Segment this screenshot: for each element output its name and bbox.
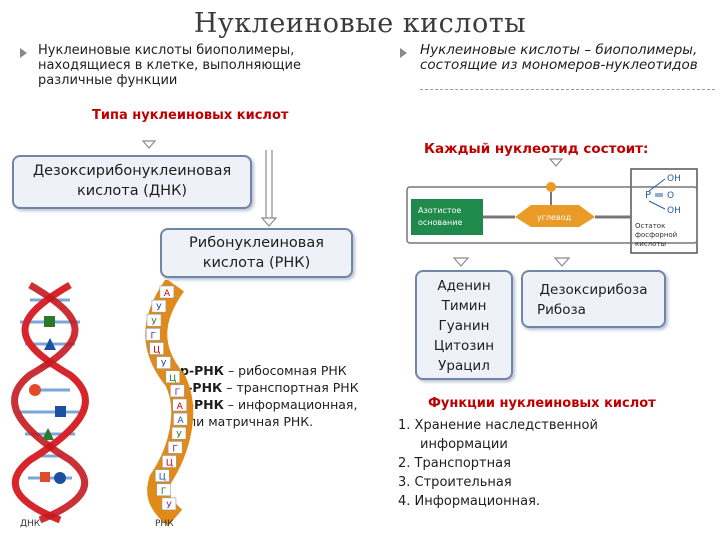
nucleotide-heading: Каждый нуклеотид состоит:	[424, 141, 649, 157]
rna-letter-box	[146, 313, 162, 327]
rna-letter-box	[151, 299, 167, 313]
rna-letter: Г	[161, 487, 167, 497]
phosphate-label: фосфорной	[635, 231, 677, 239]
rna-type-item: р-РНК – рибосомная РНК	[180, 363, 347, 378]
phosphate-oh-top: OH	[667, 174, 681, 184]
base-label: Азотистое	[418, 206, 461, 215]
sugar-item: Рибоза	[537, 302, 586, 318]
sugar-block	[515, 205, 595, 227]
dna-box-label: Дезоксирибонуклеиновая кислота (ДНК)	[32, 163, 232, 199]
nucleotide-diagram: Азотистое основание углевод OH P O OH Ос…	[406, 168, 698, 254]
dna-nucleotide-marks	[29, 316, 66, 484]
types-heading: Типа нуклеиновых кислот	[92, 108, 289, 123]
rna-letter-box	[156, 356, 171, 369]
rna-letter-box	[167, 441, 183, 454]
base-item: Урацил	[438, 358, 490, 374]
function-item: 3. Строительная	[398, 475, 512, 490]
rna-letter: У	[166, 501, 172, 511]
base-item: Гуанин	[438, 318, 490, 334]
rna-letter-box	[145, 328, 161, 341]
rna-letter: У	[156, 303, 162, 313]
rna-types-list: р-РНК – рибосомная РНК т-РНК – транспорт…	[180, 362, 380, 430]
sugar-label: углевод	[537, 213, 572, 222]
functions-list: 1. Хранение наследственной информации 2.…	[398, 416, 698, 511]
dna-type-box: Дезоксирибонуклеиновая кислота (ДНК)	[12, 155, 252, 209]
rna-letter: Ц	[169, 374, 176, 384]
rna-type-item: т-РНК – транспортная РНК	[180, 380, 359, 395]
right-bullet-text: Нуклеиновые кислоты – биополимеры, состо…	[420, 42, 698, 73]
rna-letter: А	[177, 416, 184, 426]
rna-letter: У	[176, 430, 182, 440]
functions-heading: Функции нуклеиновых кислот	[428, 396, 656, 411]
phosphate-oh-bottom: OH	[667, 206, 681, 216]
bullet-arrow-icon	[400, 48, 407, 58]
rna-letter-box	[170, 384, 185, 398]
base-item: Тимин	[441, 298, 487, 314]
function-item: 1. Хранение наследственной	[398, 418, 598, 433]
divider	[420, 89, 715, 90]
function-item: информации	[420, 437, 508, 452]
rna-letter: Ц	[153, 346, 160, 356]
rna-letter: У	[151, 317, 157, 327]
rna-letter: Ц	[159, 473, 166, 483]
base-label: основание	[418, 218, 462, 227]
rna-type-box: Рибонуклеиновая кислота (РНК)	[160, 228, 353, 278]
left-bullet-text: Нуклеиновые кислоты биополимеры, находящ…	[38, 43, 301, 88]
base-item: Цитозин	[433, 338, 495, 354]
rna-letter-box	[161, 497, 177, 511]
rna-letter-box	[173, 412, 188, 426]
rna-letter: А	[177, 402, 184, 412]
rna-box-label: Рибонуклеиновая кислота (РНК)	[189, 235, 324, 271]
base-item: Аденин	[437, 278, 491, 294]
bullet-arrow-icon	[20, 48, 27, 58]
rna-letter-box	[149, 342, 164, 355]
rna-letter-box	[156, 483, 171, 497]
rna-letter: Ц	[166, 459, 173, 469]
rna-letter-box	[172, 398, 188, 412]
phosphate-label: Остаток	[635, 222, 665, 230]
bases-box: Аденин Тимин Гуанин Цитозин Урацил	[415, 270, 513, 380]
rna-letter: Г	[150, 331, 156, 341]
function-item: 4. Информационная.	[398, 494, 541, 509]
nitrogen-base-block	[411, 199, 483, 235]
rna-letter-box	[171, 426, 187, 440]
dna-helix-illustration: ДНК	[11, 281, 89, 529]
rna-letter: Г	[175, 388, 181, 398]
rna-type-item: или матричная РНК.	[180, 414, 314, 429]
rna-letter: А	[164, 289, 171, 299]
rna-letter: Г	[172, 444, 178, 454]
rna-caption: РНК	[155, 519, 174, 529]
phosphate-label: кислоты	[635, 240, 666, 248]
page-title: Нуклеиновые кислоты	[193, 8, 527, 39]
sugars-box: Дезоксирибоза Рибоза	[521, 270, 666, 328]
rna-type-item: и-РНК – информационная,	[180, 397, 358, 412]
function-item: 2. Транспортная	[398, 456, 511, 471]
rna-letter-box	[159, 285, 175, 299]
rna-letter: У	[161, 360, 167, 370]
dna-caption: ДНК	[20, 519, 41, 529]
rna-letter-box	[162, 455, 177, 468]
phosphate-p: P	[645, 190, 651, 201]
rna-letter-box	[155, 469, 170, 482]
sugar-item: Дезоксирибоза	[539, 282, 648, 298]
rna-letter-box	[165, 370, 181, 384]
phosphate-o: O	[667, 191, 674, 201]
